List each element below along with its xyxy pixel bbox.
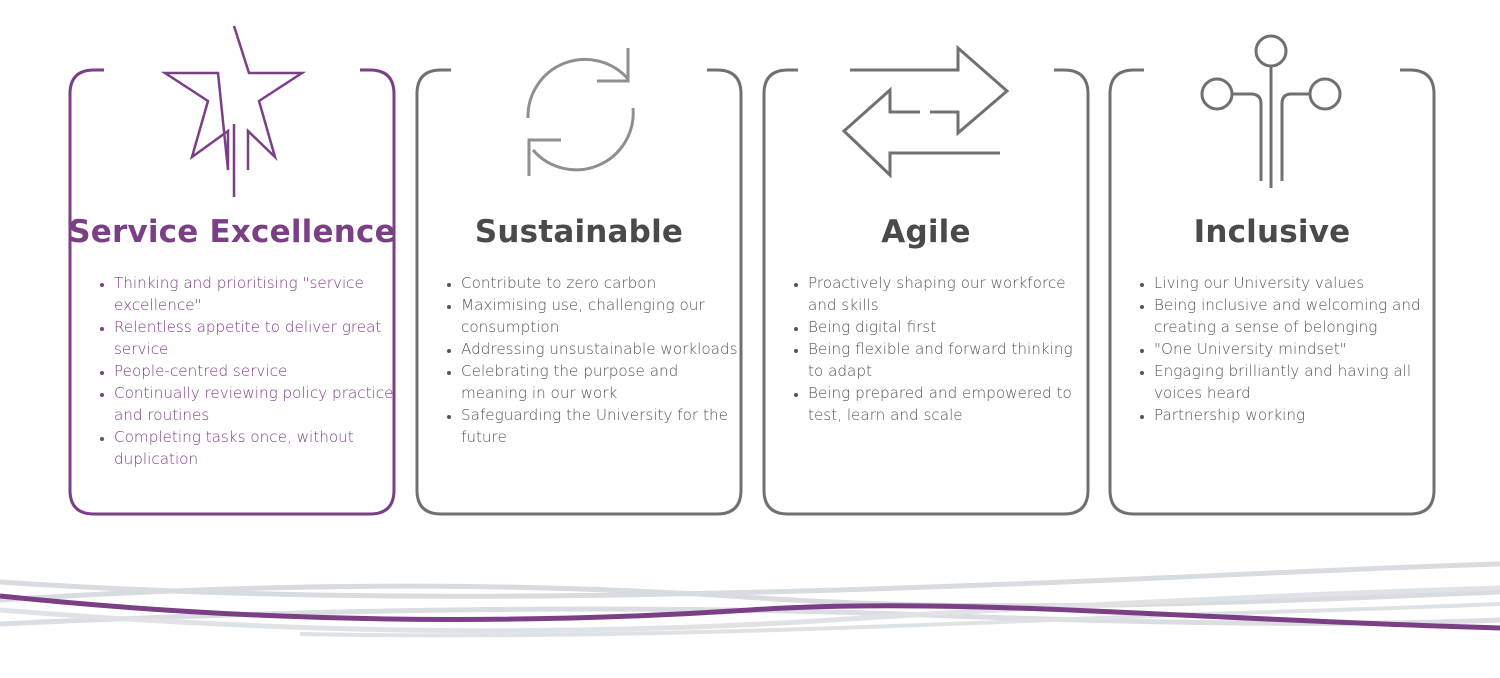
list-item: Completing tasks once, without duplicati… (114, 426, 396, 470)
list-item: Proactively shaping our workforce and sk… (808, 272, 1090, 316)
card-frame (1108, 68, 1436, 516)
list-item: Being digital first (808, 316, 1090, 338)
list-item: Celebrating the purpose and meaning in o… (461, 360, 743, 404)
swap-arrows-icon (841, 44, 1010, 179)
list-item: Being inclusive and welcoming and creati… (1154, 294, 1436, 338)
list-item: Being flexible and forward thinking to a… (808, 338, 1090, 382)
list-item: People-centred service (114, 360, 396, 382)
list-item: Partnership working (1154, 404, 1436, 426)
refresh-cycle-icon (526, 48, 635, 176)
card-service-excellence: Service Excellence Thinking and prioriti… (68, 25, 396, 516)
card-sustainable: Sustainable Contribute to zero carbon Ma… (415, 48, 743, 516)
network-nodes-icon (1200, 34, 1342, 188)
list-item: "One University mindset" (1154, 338, 1436, 360)
card-title: Service Excellence (68, 214, 396, 250)
card-title: Agile (881, 214, 971, 250)
card-list: Contribute to zero carbon Maximising use… (441, 272, 743, 448)
card-agile: Agile Proactively shaping our workforce … (762, 44, 1090, 516)
list-item: Continually reviewing policy practice an… (114, 382, 396, 426)
card-list: Proactively shaping our workforce and sk… (788, 272, 1090, 426)
card-title: Inclusive (1193, 214, 1351, 250)
list-item: Thinking and prioritising "service excel… (114, 272, 396, 316)
list-item: Contribute to zero carbon (461, 272, 743, 294)
card-list: Thinking and prioritising "service excel… (94, 272, 396, 470)
card-frame (762, 68, 1090, 516)
list-item: Safeguarding the University for the futu… (461, 404, 743, 448)
card-frame (68, 68, 396, 516)
card-frame (415, 68, 743, 516)
card-title: Sustainable (474, 214, 684, 250)
list-item: Engaging brilliantly and having all voic… (1154, 360, 1436, 404)
card-list: Living our University values Being inclu… (1134, 272, 1436, 426)
list-item: Living our University values (1154, 272, 1436, 294)
decorative-waves (0, 561, 1500, 638)
list-item: Relentless appetite to deliver great ser… (114, 316, 396, 360)
card-inclusive: Inclusive Living our University values B… (1108, 34, 1436, 516)
list-item: Being prepared and empowered to test, le… (808, 382, 1090, 426)
list-item: Addressing unsustainable workloads (461, 338, 743, 360)
values-cards: Service Excellence Thinking and prioriti… (0, 0, 1500, 540)
star-icon (160, 25, 307, 197)
list-item: Maximising use, challenging our consumpt… (461, 294, 743, 338)
